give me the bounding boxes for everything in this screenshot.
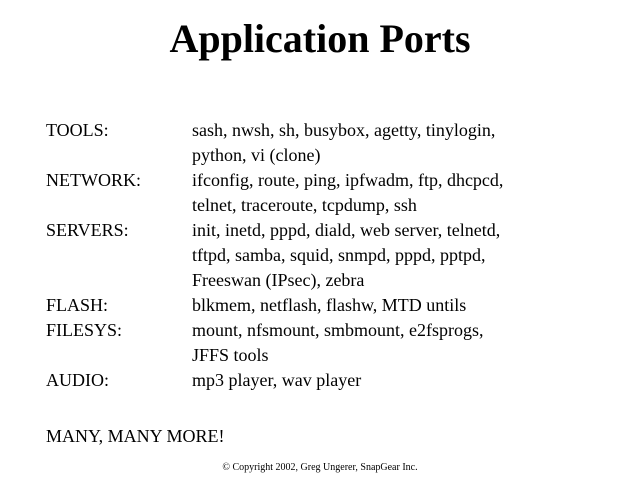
row-item-line: python, vi (clone) bbox=[192, 145, 321, 165]
row-item-line: ifconfig, route, ping, ipfwadm, ftp, dhc… bbox=[192, 170, 504, 190]
row-item-line: mp3 player, wav player bbox=[192, 370, 362, 390]
row-tools: TOOLS: sash, nwsh, sh, busybox, agetty, … bbox=[46, 118, 626, 168]
copyright-footer: © Copyright 2002, Greg Ungerer, SnapGear… bbox=[222, 462, 418, 473]
row-item-line: blkmem, netflash, flashw, MTD untils bbox=[192, 295, 467, 315]
row-item-line: init, inetd, pppd, diald, web server, te… bbox=[192, 220, 501, 240]
row-item-line: tftpd, samba, squid, snmpd, pppd, pptpd, bbox=[192, 245, 486, 265]
row-label: AUDIO: bbox=[46, 370, 109, 390]
row-items: ifconfig, route, ping, ipfwadm, ftp, dhc… bbox=[192, 168, 626, 218]
row-network: NETWORK: ifconfig, route, ping, ipfwadm,… bbox=[46, 168, 626, 218]
row-filesys: FILESYS: mount, nfsmount, smbmount, e2fs… bbox=[46, 318, 626, 368]
row-item-line: telnet, traceroute, tcpdump, ssh bbox=[192, 195, 417, 215]
many-more-text: MANY, MANY MORE! bbox=[46, 426, 225, 446]
row-items: mount, nfsmount, smbmount, e2fsprogs, JF… bbox=[192, 318, 626, 368]
row-items: sash, nwsh, sh, busybox, agetty, tinylog… bbox=[192, 118, 626, 168]
row-item-line: mount, nfsmount, smbmount, e2fsprogs, bbox=[192, 320, 484, 340]
row-label: NETWORK: bbox=[46, 170, 141, 190]
ports-list: TOOLS: sash, nwsh, sh, busybox, agetty, … bbox=[46, 118, 626, 393]
row-item-line: Freeswan (IPsec), zebra bbox=[192, 270, 365, 290]
row-label: TOOLS: bbox=[46, 120, 109, 140]
row-label: SERVERS: bbox=[46, 220, 129, 240]
row-item-line: JFFS tools bbox=[192, 345, 269, 365]
slide-title: Application Ports bbox=[169, 16, 471, 61]
row-items: blkmem, netflash, flashw, MTD untils bbox=[192, 293, 626, 318]
row-flash: FLASH: blkmem, netflash, flashw, MTD unt… bbox=[46, 293, 626, 318]
row-item-line: sash, nwsh, sh, busybox, agetty, tinylog… bbox=[192, 120, 496, 140]
row-label: FILESYS: bbox=[46, 320, 123, 340]
row-audio: AUDIO: mp3 player, wav player bbox=[46, 368, 626, 393]
row-servers: SERVERS: init, inetd, pppd, diald, web s… bbox=[46, 218, 626, 293]
row-label: FLASH: bbox=[46, 295, 109, 315]
row-items: mp3 player, wav player bbox=[192, 368, 626, 393]
row-items: init, inetd, pppd, diald, web server, te… bbox=[192, 218, 626, 293]
